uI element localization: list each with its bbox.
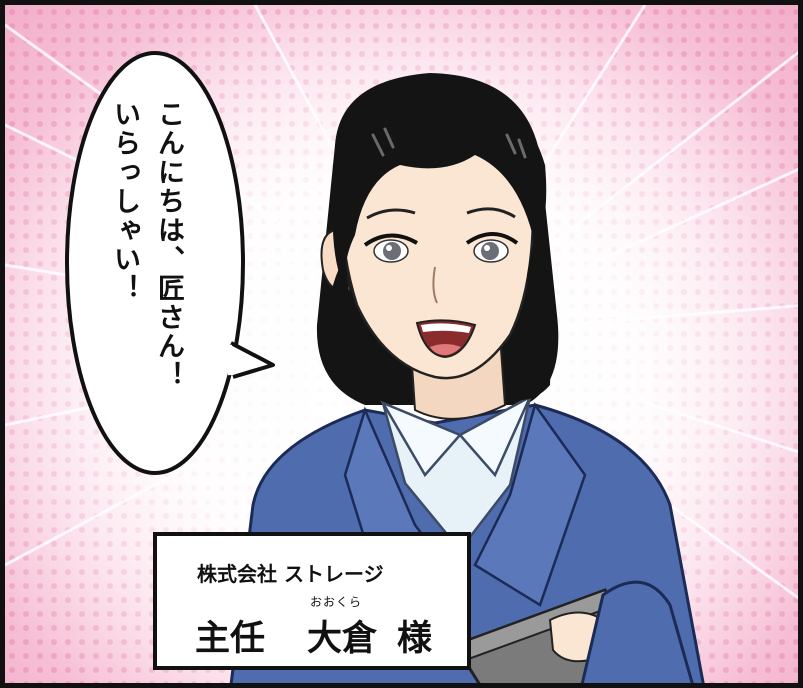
hair-side-right — [510, 245, 551, 401]
eyebrow-right — [466, 207, 516, 219]
job-title: 主任 — [195, 619, 266, 659]
character-illustration — [5, 5, 798, 683]
person-name: 大倉 — [307, 619, 378, 659]
eyebrow-left — [366, 208, 416, 220]
collar-left — [380, 400, 463, 478]
collar-right — [458, 394, 533, 478]
eyelid-right — [465, 232, 519, 245]
name-caption-box: 株式会社 ストレージ おおくら 主任 大倉 様 — [153, 532, 471, 670]
speech-line-2: いらっしゃい！ — [109, 100, 140, 303]
eye-right — [481, 242, 499, 260]
eyelid-left — [363, 233, 419, 247]
teeth — [421, 323, 471, 333]
hair-highlights — [371, 127, 527, 159]
speech-line-1: こんにちは、匠さん！ — [153, 100, 184, 390]
name-reading: おおくら — [310, 595, 363, 609]
company-name: 株式会社 ストレージ — [197, 562, 384, 586]
hair-side-left — [324, 255, 367, 403]
honorific: 様 — [397, 619, 433, 659]
eye-left — [383, 242, 401, 260]
nose — [432, 266, 438, 304]
speech-bubble-tail — [230, 341, 275, 379]
sleeve — [580, 580, 694, 683]
lapel-right — [473, 402, 587, 607]
speech-bubble — [65, 51, 245, 475]
